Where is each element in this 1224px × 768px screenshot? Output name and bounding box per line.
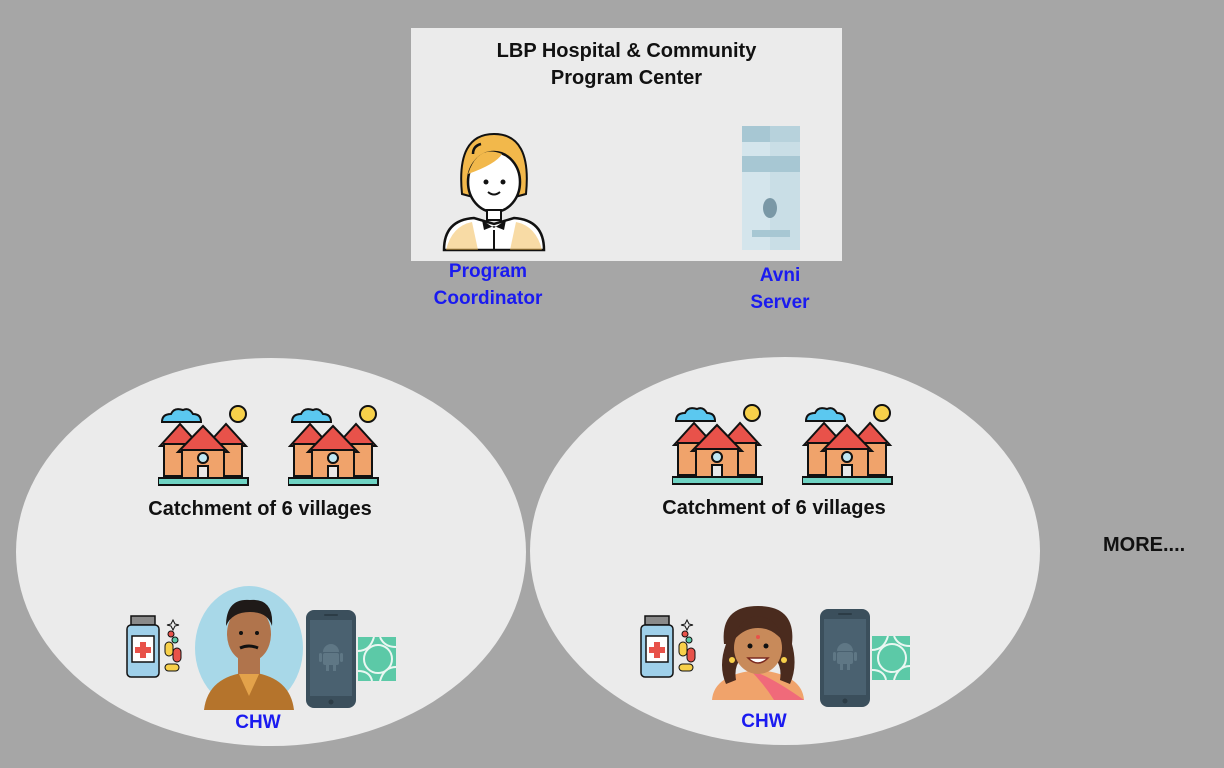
- android-phone-icon: [820, 609, 870, 707]
- catchment-label: Catchment of 6 villages: [662, 497, 886, 519]
- village-houses-icon: [672, 403, 764, 487]
- coordinator-label-line-1: Program: [448, 261, 528, 282]
- village-houses-icon: [288, 404, 380, 488]
- title-line-1: LBP Hospital & Community: [496, 40, 757, 62]
- server-icon: [742, 126, 800, 250]
- coordinator-icon: [440, 130, 548, 252]
- server-label-line-2: Server: [750, 292, 810, 313]
- title-line-2: Program Center: [550, 67, 703, 89]
- server-label-line-1: Avni: [759, 265, 801, 286]
- chw-label: CHW: [741, 711, 787, 732]
- chw-female-avatar-icon: [710, 604, 806, 700]
- medicine-icon: [125, 614, 187, 680]
- coordinator-label: Program Coordinator: [418, 258, 558, 312]
- more-label: MORE....: [1103, 534, 1186, 556]
- chw-label: CHW: [235, 712, 281, 733]
- chw-male-avatar-icon: [194, 586, 304, 710]
- server-label: Avni Server: [730, 262, 830, 316]
- village-houses-icon: [802, 403, 894, 487]
- android-phone-icon: [306, 610, 356, 708]
- catchment-label: Catchment of 6 villages: [148, 498, 372, 520]
- village-houses-icon: [158, 404, 250, 488]
- coordinator-label-line-2: Coordinator: [433, 288, 543, 309]
- medicine-icon: [639, 614, 701, 680]
- pattern-tile-icon: [872, 636, 910, 680]
- program-center-title: LBP Hospital & Community Program Center: [411, 38, 842, 92]
- pattern-tile-icon: [358, 637, 396, 681]
